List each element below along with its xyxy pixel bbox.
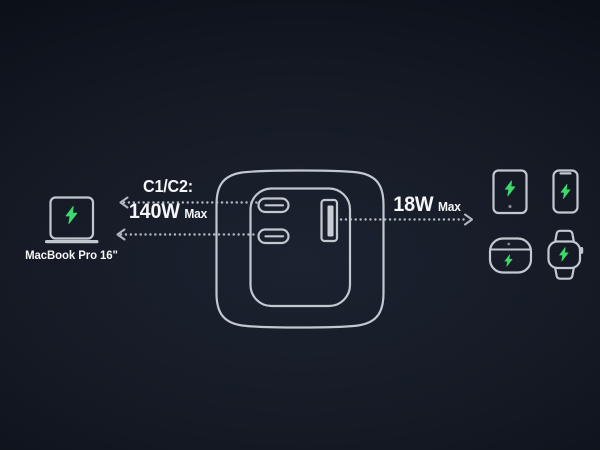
- usb-a-port: [320, 198, 339, 243]
- charging-bolt-icon: [560, 183, 571, 199]
- tablet-icon: [492, 169, 528, 215]
- usbc-wattage-value: 140W: [128, 199, 180, 223]
- earbuds-case-icon: [488, 237, 533, 274]
- usba-wattage-max: Max: [437, 199, 461, 214]
- macbook-laptop-icon: [45, 196, 99, 244]
- home-button-dot: [508, 204, 512, 209]
- smartwatch-icon: [547, 229, 584, 280]
- watch-strap-top: [554, 229, 575, 242]
- watch-body: [547, 240, 582, 270]
- charger-faceplate: [249, 187, 352, 308]
- usb-c-port-1: [257, 197, 290, 214]
- case-status-dot: [507, 242, 511, 246]
- usbc-wattage-max: Max: [184, 206, 208, 221]
- charging-bolt-icon: [504, 254, 513, 267]
- macbook-label: MacBook Pro 16": [25, 248, 118, 262]
- usba-wattage-value: 18W: [393, 192, 434, 216]
- smartphone-icon: [552, 169, 579, 214]
- usbc-arrow-2: [116, 228, 260, 241]
- watch-crown: [580, 247, 584, 254]
- charging-bolt-icon: [559, 247, 569, 262]
- usbc-arrow-1: [119, 196, 260, 209]
- wall-charger-icon: [215, 169, 385, 329]
- charging-bolt-icon: [504, 180, 516, 197]
- usb-c-port-2: [257, 228, 290, 245]
- charging-bolt-icon: [65, 206, 78, 224]
- usbc-wattage-label: 140W Max: [104, 200, 233, 223]
- watch-strap-bottom: [554, 267, 575, 280]
- usbc-ports-label: C1/C2:: [143, 176, 193, 196]
- usba-arrow: [339, 213, 473, 226]
